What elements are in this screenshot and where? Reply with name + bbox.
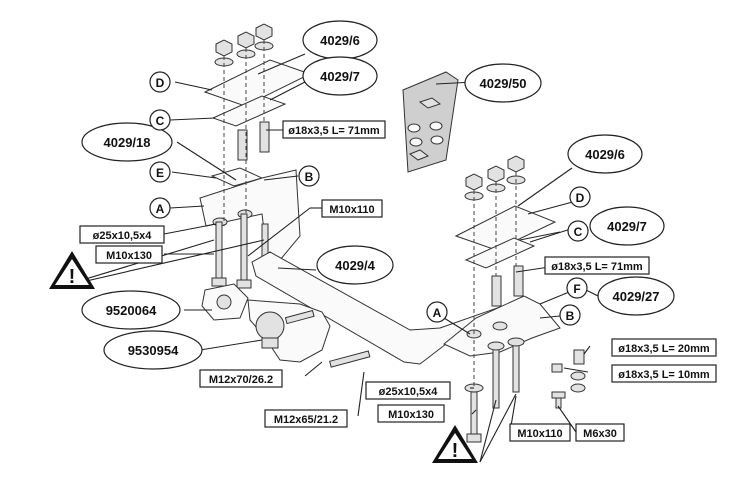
svg-text:ø18x3,5 L= 71mm: ø18x3,5 L= 71mm [288,125,380,137]
right-spacer-tube [491,275,502,307]
label-tube-20: ø18x3,5 L= 20mm [611,338,717,357]
svg-text:D: D [156,76,165,90]
svg-text:B: B [566,309,575,323]
right-plate-d [454,205,557,251]
svg-text:ø18x3,5 L= 10mm: ø18x3,5 L= 10mm [618,369,710,381]
right-plate-c [464,237,536,269]
ref-9520064: 9520064 [81,290,181,330]
svg-text:ø25x10,5x4: ø25x10,5x4 [379,386,439,398]
label-bolt-m12x65: M12x65/21.2 [264,409,348,428]
svg-text:F: F [573,282,580,296]
letter-e-left: E [149,161,171,183]
label-tube-71-top: ø18x3,5 L= 71mm [282,120,386,139]
svg-text:4029/50: 4029/50 [480,76,527,91]
assembly-axes [223,40,517,388]
letter-a-left: A [149,197,171,219]
left-plate-c [211,95,287,127]
tube-10mm [551,363,563,373]
svg-text:E: E [156,166,164,180]
svg-text:M6x30: M6x30 [583,428,617,440]
svg-text:!: ! [452,440,459,462]
label-tube-10: ø18x3,5 L= 10mm [611,364,717,383]
svg-text:4029/7: 4029/7 [607,219,647,234]
ref-9530954: 9530954 [103,330,203,370]
svg-text:C: C [574,225,583,239]
leader-lines [55,53,599,463]
svg-text:4029/18: 4029/18 [104,135,151,150]
ref-4029-7-top: 4029/7 [302,56,378,96]
ref-4029-7-right: 4029/7 [589,206,665,246]
ref-4029-6-right: 4029/6 [567,134,643,174]
svg-text:B: B [305,170,314,184]
svg-text:4029/6: 4029/6 [320,33,360,48]
label-bolt-m10x110-top: M10x110 [321,199,383,218]
right-spacer-tube-2 [513,265,524,297]
inset-bracket-4029-50 [402,71,459,173]
warning-triangle-icon: ! [49,251,95,289]
label-bolt-m10x110-right: M10x110 [509,423,571,442]
svg-text:M10x110: M10x110 [517,428,562,440]
letter-d-right: D [569,186,591,208]
ref-4029-6-top: 4029/6 [302,20,378,60]
left-spacer-tube [237,129,248,161]
svg-text:M12x70/26.2: M12x70/26.2 [209,374,273,386]
svg-text:C: C [156,114,165,128]
letter-d-left: D [149,71,171,93]
ref-4029-50: 4029/50 [464,63,542,103]
letter-f-right: F [566,277,588,299]
left-spacer-tube-2 [259,121,270,153]
svg-text:D: D [576,191,585,205]
letter-c-right: C [567,220,589,242]
svg-text:M10x110: M10x110 [329,204,374,216]
letter-b-right: B [559,304,581,326]
svg-text:4029/4: 4029/4 [335,258,376,273]
letter-b-left: B [298,165,320,187]
svg-text:!: ! [69,266,76,288]
tube-20mm [573,349,585,365]
parts-drawing [199,23,586,443]
label-bolt-m10x130-right: M10x130 [377,404,445,423]
letter-a-right: A [426,301,448,323]
warning-triangle-icon: ! [432,425,478,463]
svg-text:9530954: 9530954 [128,343,179,358]
svg-text:M10x130: M10x130 [106,250,152,262]
ref-4029-18: 4029/18 [81,122,173,162]
label-washer-25-right: ø25x10,5x4 [365,381,451,400]
label-bolt-m10x130-left: M10x130 [95,245,163,264]
tow-ball [255,311,285,341]
svg-text:A: A [156,202,165,216]
svg-text:A: A [433,306,442,320]
svg-text:4029/6: 4029/6 [585,147,625,162]
svg-text:M12x65/21.2: M12x65/21.2 [274,414,338,426]
label-washer-25-left: ø25x10,5x4 [79,225,165,244]
letter-c-left: C [149,109,171,131]
ref-4029-4: 4029/4 [316,245,394,285]
ref-4029-27: 4029/27 [597,276,675,316]
svg-text:ø18x3,5 L= 71mm: ø18x3,5 L= 71mm [551,261,643,273]
right-nuts-group [464,155,526,201]
svg-text:9520064: 9520064 [106,303,157,318]
svg-text:ø18x3,5 L= 20mm: ø18x3,5 L= 20mm [618,343,710,355]
label-tube-71-right: ø18x3,5 L= 71mm [544,256,650,275]
label-bolt-m12x70: M12x70/26.2 [199,369,283,388]
label-bolt-m6x30: M6x30 [575,423,625,442]
svg-text:ø25x10,5x4: ø25x10,5x4 [93,230,153,242]
svg-text:M10x130: M10x130 [388,409,434,421]
svg-text:4029/27: 4029/27 [613,289,660,304]
svg-text:4029/7: 4029/7 [320,69,360,84]
